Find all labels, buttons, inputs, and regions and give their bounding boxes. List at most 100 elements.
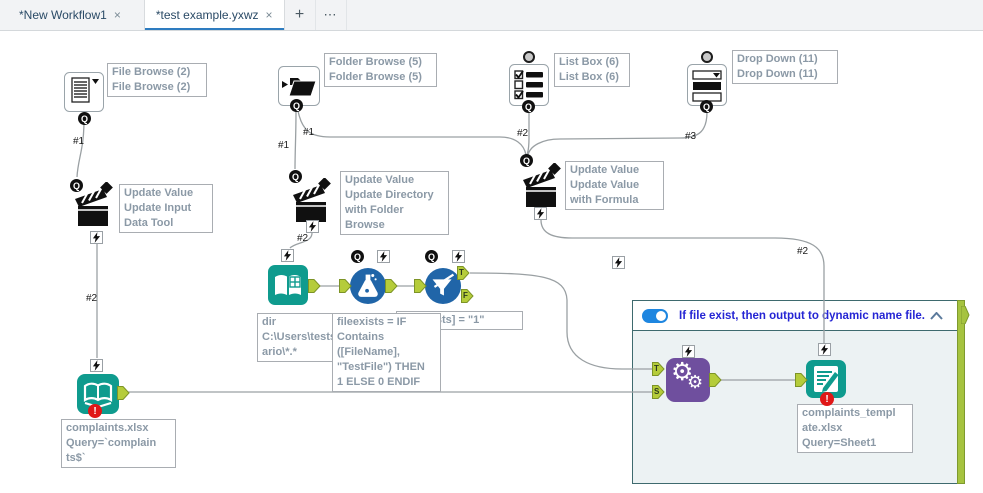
document-tabbar: *New Workflow1 × *test example.yxwz × + … [0,0,983,31]
clapperboard-icon [75,181,113,226]
output-data-tool[interactable] [806,360,846,403]
dynamic-gears-tool[interactable]: ⚙⚙ [666,357,710,402]
container-output-anchor[interactable] [961,306,970,324]
tab-new-workflow1[interactable]: *New Workflow1 × [8,0,132,30]
annotation-formula[interactable]: fileexists = IF Contains ([FileName], "T… [332,313,441,392]
filter-funnel-icon [424,267,462,305]
list-box-tool[interactable] [509,64,549,111]
action-update-directory-tool[interactable] [292,177,336,231]
source-input-anchor[interactable]: S [652,385,665,399]
collapse-chevron-icon[interactable] [930,311,943,320]
lightning-icon [92,360,101,371]
output-anchor[interactable] [117,386,130,400]
wire-label: #2 [797,246,809,257]
annotation-update-value-3[interactable]: Update Value Update Value with Formula [565,161,664,210]
container-action-anchor[interactable] [612,256,625,269]
annotation-update-value-1[interactable]: Update Value Update Input Data Tool [119,184,213,233]
true-output-anchor[interactable]: T [457,266,470,280]
formula-tool[interactable] [349,267,387,310]
question-anchor[interactable]: Q [289,170,302,183]
question-input-anchor[interactable] [523,51,535,63]
wire-label: #2 [297,233,309,244]
action-anchor[interactable] [281,249,294,262]
close-tab-icon[interactable]: × [265,8,273,22]
anchor-letter: T [654,363,659,373]
wire-label: #1 [278,140,290,151]
output-document-icon [806,360,846,398]
wire-folder-update3[interactable] [297,110,527,156]
action-update-input-tool[interactable] [74,181,118,235]
action-anchor[interactable] [818,343,831,356]
container-enable-toggle[interactable] [642,308,668,323]
question-anchor[interactable]: Q [522,100,535,113]
lightning-icon [536,208,545,219]
error-exclamation: ! [93,405,97,417]
action-anchor[interactable] [90,231,103,244]
input-anchor[interactable] [795,373,808,387]
output-anchor[interactable] [385,279,398,293]
question-anchor[interactable]: Q [290,99,303,112]
wire-dropdown-update3[interactable] [527,111,708,156]
annotation-input[interactable]: complaints.xlsx Query=`complain ts$` [61,419,176,468]
question-anchor[interactable]: Q [78,112,91,125]
question-input-anchor[interactable] [701,51,713,63]
close-tab-icon[interactable]: × [113,8,121,22]
question-anchor[interactable]: Q [425,250,438,263]
green-arrow-icon [117,386,130,400]
lightning-icon [454,251,463,262]
input-anchor[interactable] [414,279,427,293]
input-anchor[interactable] [339,279,352,293]
folder-browse-tool[interactable] [278,66,320,111]
file-browse-tool[interactable] [64,72,104,117]
question-anchor[interactable]: Q [700,100,713,113]
lightning-icon [684,346,693,357]
filter-tool[interactable] [424,267,462,310]
action-anchor[interactable] [682,345,695,358]
lightning-icon [820,344,829,355]
tab-overflow-button[interactable]: ⋯ [316,0,347,30]
action-anchor[interactable] [534,207,547,220]
false-output-anchor[interactable]: F [461,289,474,303]
directory-tool[interactable] [268,265,308,310]
annotation-file-browse[interactable]: File Browse (2) File Browse (2) [107,63,207,97]
lightning-icon [308,221,317,232]
wire-label: #2 [517,128,529,139]
container-title: If file exist, then output to dynamic na… [679,309,926,322]
container-resize-edge[interactable] [957,300,965,484]
lightning-icon [614,257,623,268]
tool-container-header[interactable]: If file exist, then output to dynamic na… [633,301,957,331]
tab-test-example[interactable]: *test example.yxwz × [143,0,285,30]
green-arrow-icon [457,266,470,280]
action-anchor[interactable] [377,250,390,263]
new-tab-button[interactable]: + [285,0,316,30]
question-anchor[interactable]: Q [520,154,533,167]
question-anchor[interactable]: Q [351,250,364,263]
anchor-letter: S [654,386,660,396]
annotation-drop-down[interactable]: Drop Down (11) Drop Down (11) [732,50,838,84]
folder-browse-icon [278,66,320,106]
template-input-anchor[interactable]: T [652,362,665,376]
formula-flask-icon [349,267,387,305]
output-anchor[interactable] [709,373,722,387]
action-update-formula-tool[interactable] [522,162,566,216]
output-anchor[interactable] [308,279,321,293]
wire-label: #1 [303,127,315,138]
green-arrow-icon [652,362,665,376]
annotation-update-value-2[interactable]: Update Value Update Directory with Folde… [340,171,449,235]
directory-icon [268,265,308,305]
action-anchor[interactable] [306,220,319,233]
annotation-folder-browse[interactable]: Folder Browse (5) Folder Browse (5) [324,53,437,87]
wire-filebrowse-update1[interactable] [76,119,85,178]
action-anchor[interactable] [90,359,103,372]
green-arrow-icon [795,373,808,387]
error-badge: ! [820,392,834,406]
annotation-list-box[interactable]: List Box (6) List Box (6) [554,53,630,87]
question-anchor[interactable]: Q [70,179,83,192]
annotation-output[interactable]: complaints_templ ate.xlsx Query=Sheet1 [797,404,913,453]
clapperboard-icon [523,162,561,207]
error-exclamation: ! [825,393,829,405]
action-anchor[interactable] [452,250,465,263]
lightning-icon [283,250,292,261]
wire-folder-update2[interactable] [294,110,297,170]
